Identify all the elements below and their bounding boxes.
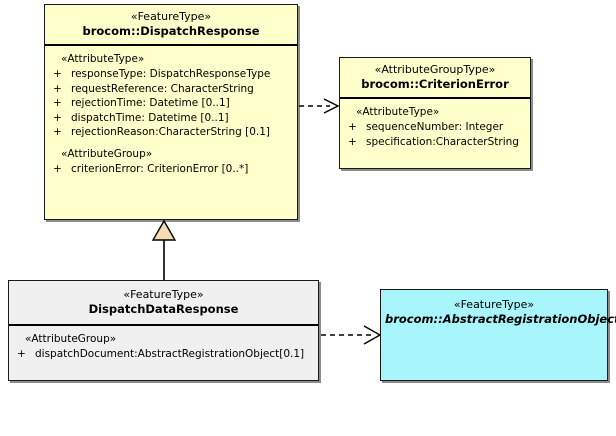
class-header-criterion-error: «AttributeGroupType» brocom::CriterionEr… [340, 58, 530, 99]
attribute-signature: sequenceNumber: Integer [366, 121, 504, 133]
stereotype-label: «FeatureType» [123, 288, 204, 301]
open-arrowhead [323, 98, 340, 114]
visibility-marker: + [53, 82, 62, 95]
visibility-marker: + [53, 97, 62, 109]
class-header-dispatch-response: «FeatureType» brocom::DispatchResponse [45, 5, 297, 46]
attributes-compartment-dispatch-data-response: «AttributeGroup» + dispatchDocument:Abst… [9, 326, 318, 368]
visibility-marker: + [53, 111, 62, 124]
attribute-group-heading: «AttributeType» [61, 53, 145, 65]
attribute-row: + criterionError: CriterionError [0..*] [51, 162, 293, 177]
attribute-signature: requestReference: CharacterString [71, 82, 254, 95]
open-arrowhead [363, 325, 382, 345]
generalization-dispatchdataresponse-to-dispatchresponse [151, 219, 177, 280]
visibility-marker: + [348, 135, 357, 148]
stereotype-label: «FeatureType» [130, 10, 212, 23]
dependency-dispatchresponse-to-criterionerror [299, 98, 340, 114]
attribute-signature: criterionError: CriterionError [0..*] [71, 162, 249, 175]
visibility-marker: + [17, 348, 26, 360]
stereotype-label: «AttributeGroupType» [374, 63, 496, 76]
attribute-signature: dispatchTime: Datetime [0..1] [71, 111, 229, 124]
class-name-label: brocom::CriterionError [361, 77, 509, 91]
attributes-compartment-criterion-error: «AttributeType» + sequenceNumber: Intege… [340, 99, 530, 155]
attribute-group-heading: «AttributeGroup» [61, 147, 153, 160]
class-name-label: brocom::DispatchResponse [82, 24, 260, 38]
class-box-abstract-registration-object[interactable]: «FeatureType» brocom::AbstractRegistrati… [380, 289, 616, 381]
dependency-dispatchdataresponse-to-abstractregistrationobject [321, 325, 382, 345]
attribute-row: + dispatchTime: Datetime [0..1] [51, 111, 293, 126]
attribute-row: + specification:CharacterString [346, 135, 526, 150]
class-name-label: DispatchDataResponse [88, 302, 239, 316]
class-box-dispatch-data-response[interactable]: «FeatureType» DispatchDataResponse «Attr… [8, 280, 319, 381]
attribute-group-heading: «AttributeGroup» [25, 333, 117, 345]
attribute-row: + responseType: DispatchResponseType [51, 67, 293, 82]
visibility-marker: + [53, 162, 62, 175]
class-header-dispatch-data-response: «FeatureType» DispatchDataResponse [9, 281, 318, 326]
attribute-row: + rejectionReason:CharacterString [0.1] [51, 125, 293, 140]
visibility-marker: + [348, 121, 357, 133]
stereotype-label: «FeatureType» [453, 298, 535, 311]
attribute-signature: dispatchDocument:AbstractRegistrationObj… [35, 348, 305, 360]
attributes-compartment-dispatch-response: «AttributeType» + responseType: Dispatch… [45, 46, 297, 182]
visibility-marker: + [53, 126, 62, 138]
class-header-abstract-registration-object: «FeatureType» brocom::AbstractRegistrati… [381, 290, 616, 332]
visibility-marker: + [53, 68, 62, 80]
attribute-row: + rejectionTime: Datetime [0..1] [51, 96, 293, 111]
class-name-label: brocom::AbstractRegistrationObject [385, 312, 616, 326]
class-box-dispatch-response[interactable]: «FeatureType» brocom::DispatchResponse «… [44, 4, 298, 220]
class-box-criterion-error[interactable]: «AttributeGroupType» brocom::CriterionEr… [339, 57, 531, 169]
hollow-triangle-arrowhead [151, 219, 177, 241]
attribute-group-heading: «AttributeType» [356, 106, 440, 118]
attribute-row: + dispatchDocument:AbstractRegistrationO… [15, 347, 314, 362]
attribute-signature: specification:CharacterString [366, 135, 519, 148]
attribute-row: + requestReference: CharacterString [51, 82, 293, 97]
attribute-signature: rejectionReason:CharacterString [0.1] [71, 126, 271, 138]
attribute-signature: rejectionTime: Datetime [0..1] [71, 97, 230, 109]
attribute-signature: responseType: DispatchResponseType [71, 68, 271, 80]
attribute-row: + sequenceNumber: Integer [346, 120, 526, 135]
